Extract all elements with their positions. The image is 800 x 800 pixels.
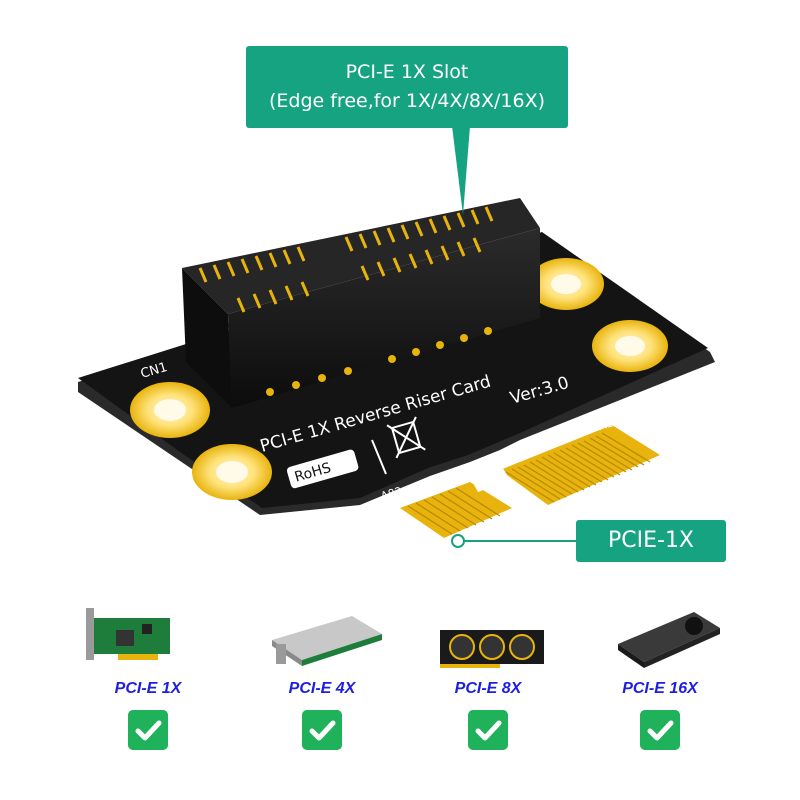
storage-card-icon (272, 616, 382, 666)
solder-joints (266, 327, 492, 396)
pin-a82-label: A82 (379, 484, 403, 502)
compat-label: PCI-E 1X (114, 680, 182, 697)
edge-connector-callout: PCIE-1X (576, 520, 726, 562)
compat-item-4x: PCI-E 4X (232, 600, 412, 770)
checkmark-icon (302, 710, 342, 750)
compat-item-1x: PCI-E 1X (58, 600, 238, 770)
compat-label: PCI-E 16X (622, 680, 698, 697)
compat-item-8x: PCI-E 8X (398, 600, 578, 770)
mounting-hole-right-top (528, 258, 604, 310)
slot-callout-pointer (452, 126, 470, 215)
compat-label: PCI-E 8X (454, 680, 522, 697)
checkmark-icon (468, 710, 508, 750)
weee-bin-icon (386, 416, 426, 459)
connector-ref: CN1 (139, 360, 169, 382)
pcie-slot (182, 198, 540, 408)
compat-label: PCI-E 4X (288, 680, 356, 697)
pin-a1-label: A1 (597, 416, 615, 433)
slot-callout-subtitle: (Edge free,for 1X/4X/8X/16X) (268, 90, 546, 112)
compat-item-16x: PCI-E 16X (570, 600, 750, 770)
graphics-card-blower-icon (618, 612, 720, 668)
edge-callout-dot (451, 534, 465, 548)
rohs-logo: RoHS (286, 449, 359, 489)
network-card-icon (86, 608, 170, 660)
slot-callout: PCI-E 1X Slot (Edge free,for 1X/4X/8X/16… (246, 46, 568, 128)
mounting-hole-left-top (130, 382, 210, 438)
mounting-hole-left-bottom (192, 444, 272, 500)
gold-fingers-long (500, 425, 660, 505)
checkmark-icon (640, 710, 680, 750)
graphics-card-triple-fan-icon (440, 630, 544, 668)
mounting-hole-right-bottom (592, 320, 668, 372)
slot-callout-title: PCI-E 1X Slot (345, 61, 469, 83)
checkmark-icon (128, 710, 168, 750)
gold-fingers-short (400, 482, 512, 538)
